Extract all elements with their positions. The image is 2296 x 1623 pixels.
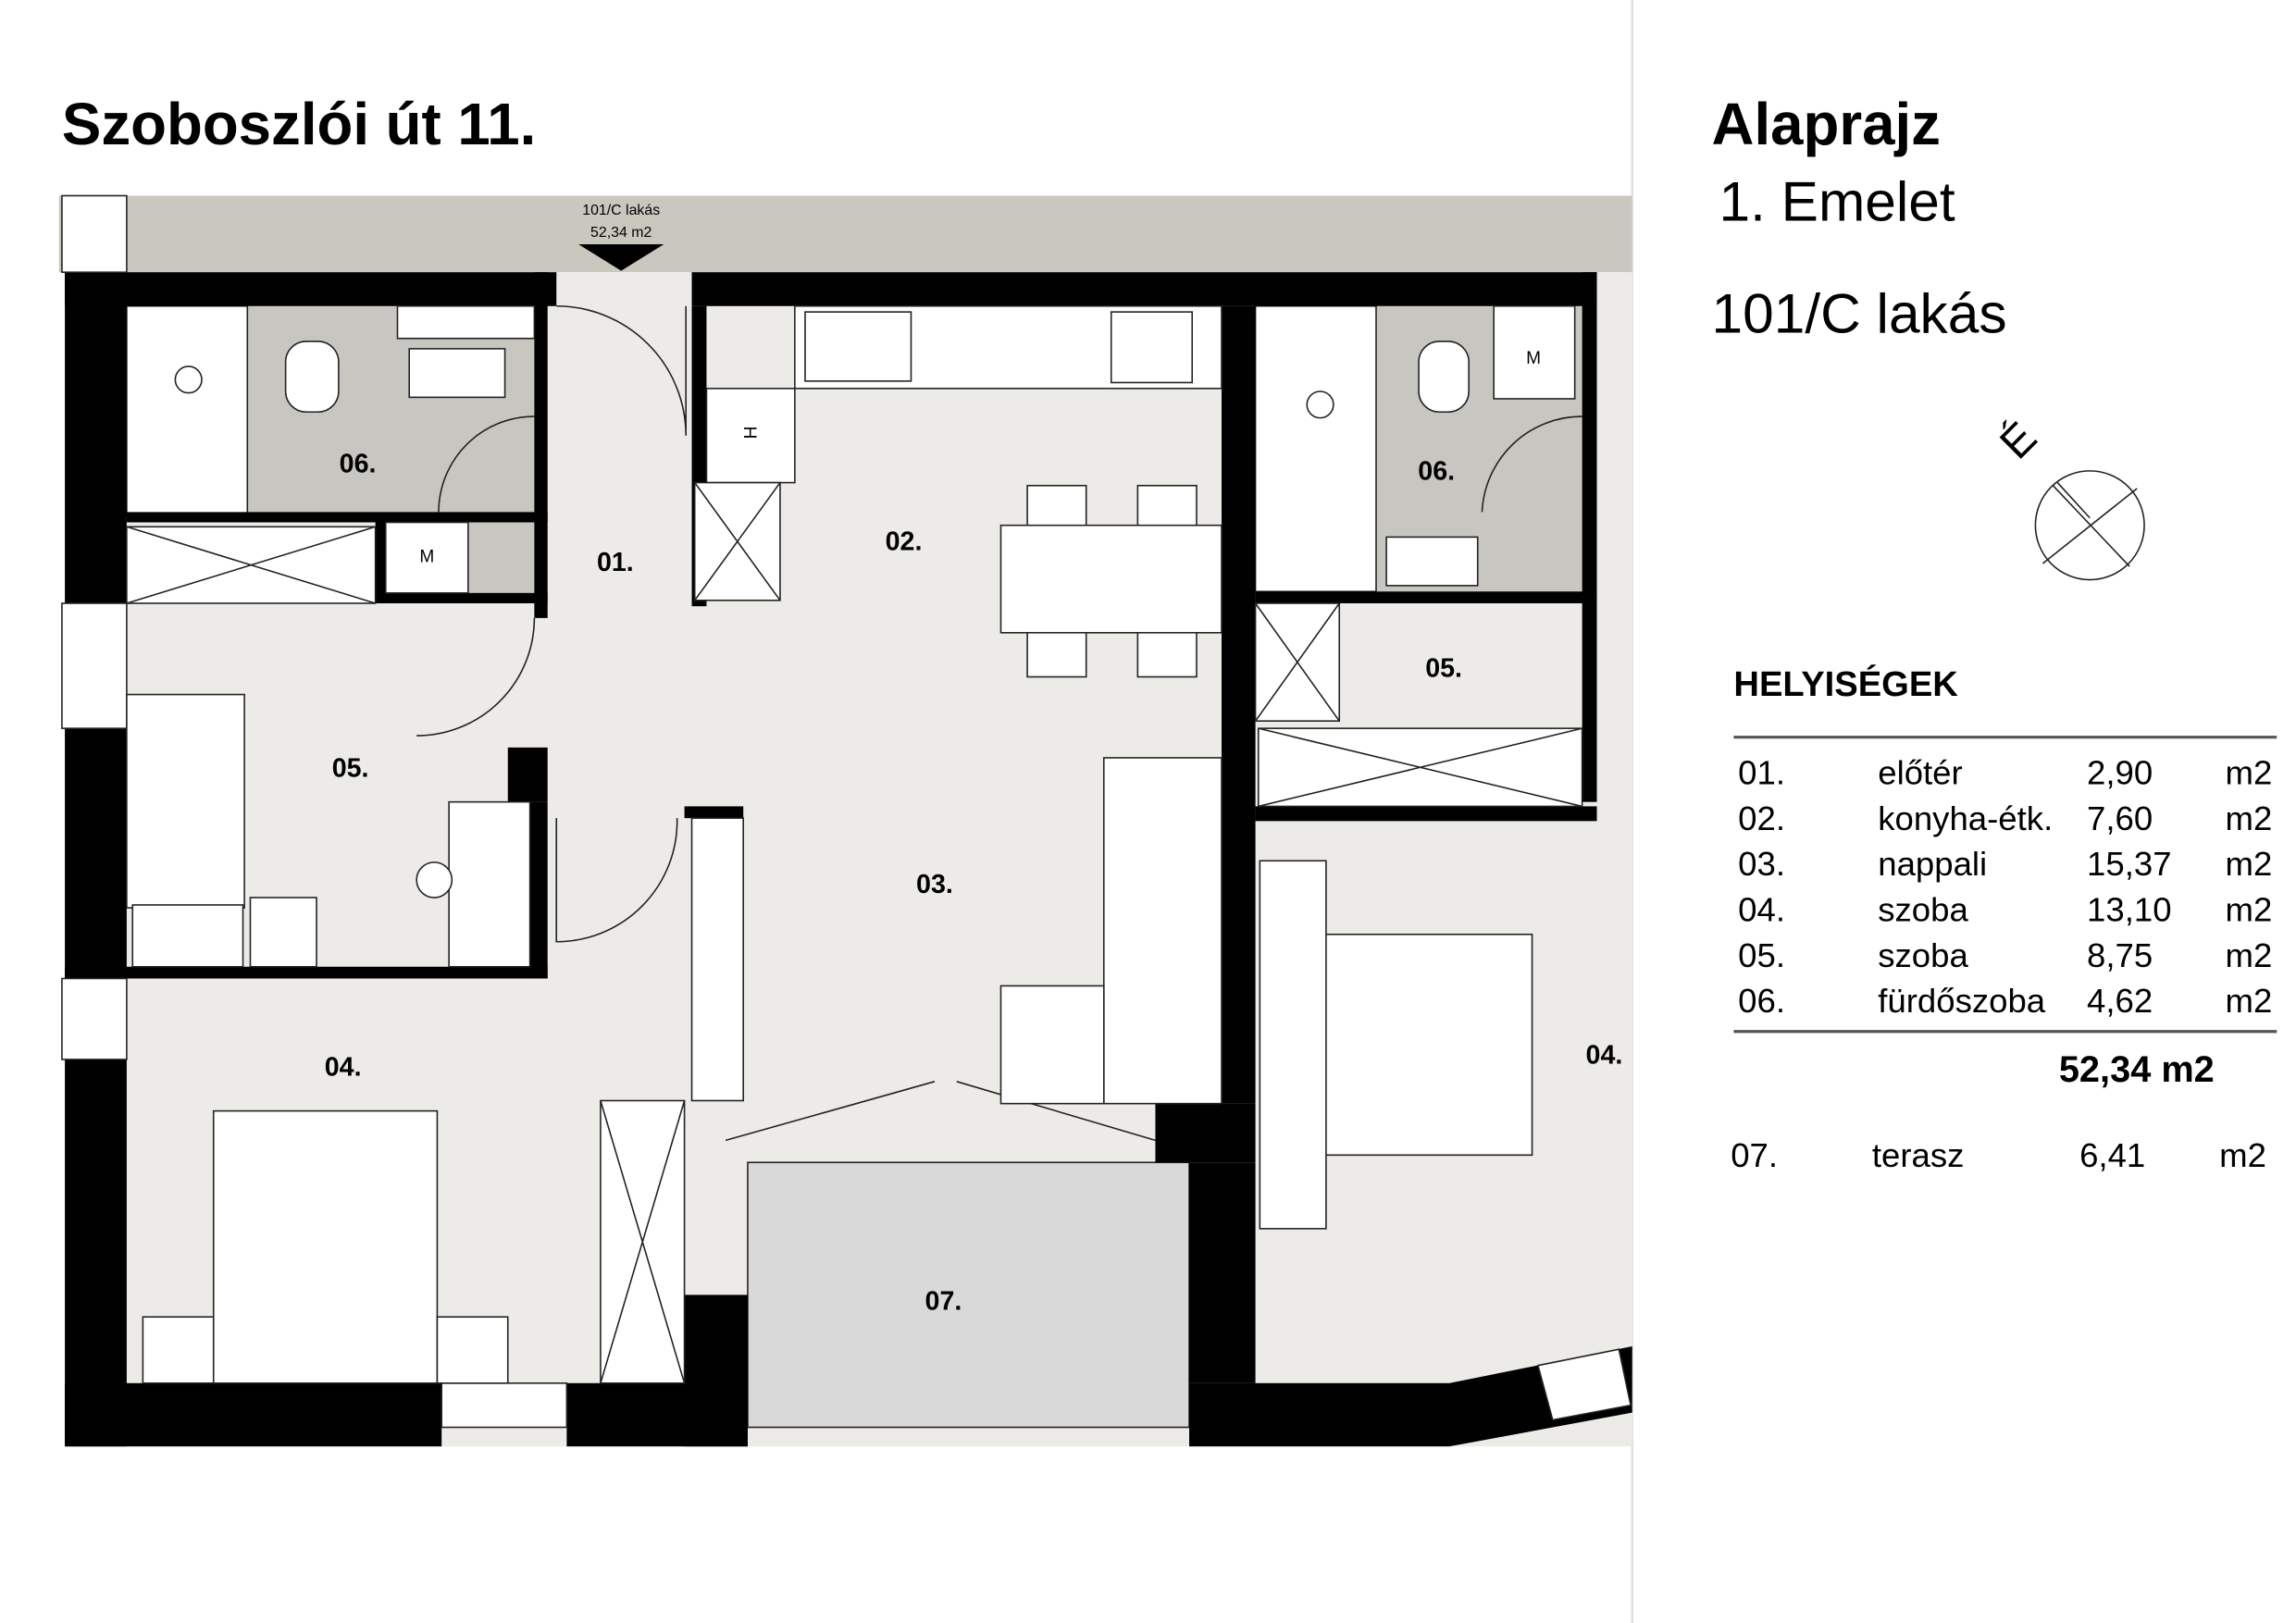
room-no: 01. bbox=[1738, 754, 1785, 792]
floor-label: 1. Emelet bbox=[1719, 170, 1955, 233]
room-label-05: 05. bbox=[332, 754, 369, 784]
room-row: 05. szoba 8,75 m2 bbox=[1738, 936, 2272, 974]
room-unit: m2 bbox=[2226, 754, 2273, 792]
north-label: É bbox=[1991, 413, 2046, 468]
address-title: Szoboszlói út 11. bbox=[62, 92, 536, 157]
terrace-no: 07. bbox=[1731, 1136, 1778, 1174]
room-unit: m2 bbox=[2226, 982, 2273, 1020]
washer-label: M bbox=[419, 547, 434, 566]
room-row: 02. konyha-étk. 7,60 m2 bbox=[1738, 799, 2272, 837]
terrace-unit: m2 bbox=[2219, 1136, 2266, 1174]
room-unit: m2 bbox=[2226, 799, 2273, 837]
terrace-area: 6,41 bbox=[2079, 1136, 2145, 1174]
terrace-row: 07. terasz 6,41 m2 bbox=[1731, 1136, 2266, 1174]
corridor bbox=[58, 195, 1632, 273]
rooms-heading: HELYISÉGEK bbox=[1733, 663, 1958, 704]
entry-unit-label: 101/C lakás bbox=[582, 203, 660, 218]
room-no: 04. bbox=[1738, 890, 1785, 928]
window bbox=[441, 1382, 568, 1429]
room-no: 03. bbox=[1738, 845, 1785, 883]
room-label-03: 03. bbox=[916, 870, 953, 899]
room-label-04: 04. bbox=[325, 1052, 362, 1082]
room-name: fürdőszoba bbox=[1878, 982, 2046, 1020]
rooms-table: 01. előtér 2,90 m2 02. konyha-étk. 7,60 m2 03. na… bbox=[1738, 754, 2272, 1020]
room-unit: m2 bbox=[2226, 890, 2273, 928]
room-row: 04. szoba 13,10 m2 bbox=[1738, 890, 2272, 928]
room-unit: m2 bbox=[2226, 936, 2273, 974]
room-name: nappali bbox=[1878, 845, 1987, 883]
room-label-06: 06. bbox=[340, 449, 377, 478]
room-label-04-right: 04. bbox=[1586, 1041, 1623, 1071]
room-unit: m2 bbox=[2226, 845, 2273, 883]
bathroom-left bbox=[247, 305, 535, 515]
room-label-07: 07. bbox=[925, 1286, 962, 1316]
terrace-name: terasz bbox=[1872, 1136, 1965, 1174]
room-name: szoba bbox=[1878, 890, 1968, 928]
room-row: 03. nappali 15,37 m2 bbox=[1738, 845, 2272, 883]
room-label-02: 02. bbox=[886, 527, 923, 557]
shower-right bbox=[1254, 304, 1377, 593]
furniture: M H bbox=[126, 304, 1583, 1384]
panel-title: Alaprajz bbox=[1712, 92, 1941, 157]
total-area: 52,34 m2 bbox=[2059, 1049, 2215, 1090]
floor-plan: 101/C lakás 52,34 m2 bbox=[58, 194, 1632, 1447]
room-area: 13,10 bbox=[2087, 890, 2172, 928]
room-no: 05. bbox=[1738, 936, 1785, 974]
entry-area-label: 52,34 m2 bbox=[590, 225, 652, 241]
room-row: 01. előtér 2,90 m2 bbox=[1738, 754, 2272, 792]
room-area: 8,75 bbox=[2087, 936, 2153, 974]
entry-arrow-icon bbox=[578, 243, 664, 271]
compass-icon bbox=[2034, 470, 2145, 581]
room-no: 06. bbox=[1738, 982, 1785, 1020]
unit-label: 101/C lakás bbox=[1712, 281, 2007, 344]
window bbox=[1536, 1348, 1632, 1421]
window bbox=[61, 977, 128, 1060]
walls bbox=[65, 272, 1632, 1447]
shower-left bbox=[126, 304, 249, 516]
washer-label-right: M bbox=[1526, 349, 1541, 368]
room-row: 06. fürdőszoba 4,62 m2 bbox=[1738, 982, 2272, 1020]
room-area: 2,90 bbox=[2087, 754, 2153, 792]
room-label-06-right: 06. bbox=[1418, 456, 1455, 486]
room-name: konyha-étk. bbox=[1878, 799, 2053, 837]
room-area: 15,37 bbox=[2087, 845, 2172, 883]
window bbox=[61, 194, 128, 273]
room-name: szoba bbox=[1878, 936, 1968, 974]
window bbox=[61, 602, 128, 729]
doors bbox=[416, 304, 1582, 1142]
room-name: előtér bbox=[1878, 754, 1962, 792]
room-label-01: 01. bbox=[597, 548, 634, 577]
room-area: 7,60 bbox=[2087, 799, 2153, 837]
terrace bbox=[747, 1161, 1190, 1429]
room-no: 02. bbox=[1738, 799, 1785, 837]
hob-label: H bbox=[742, 427, 762, 440]
room-label-05-right: 05. bbox=[1425, 653, 1462, 683]
room-area: 4,62 bbox=[2087, 982, 2153, 1020]
